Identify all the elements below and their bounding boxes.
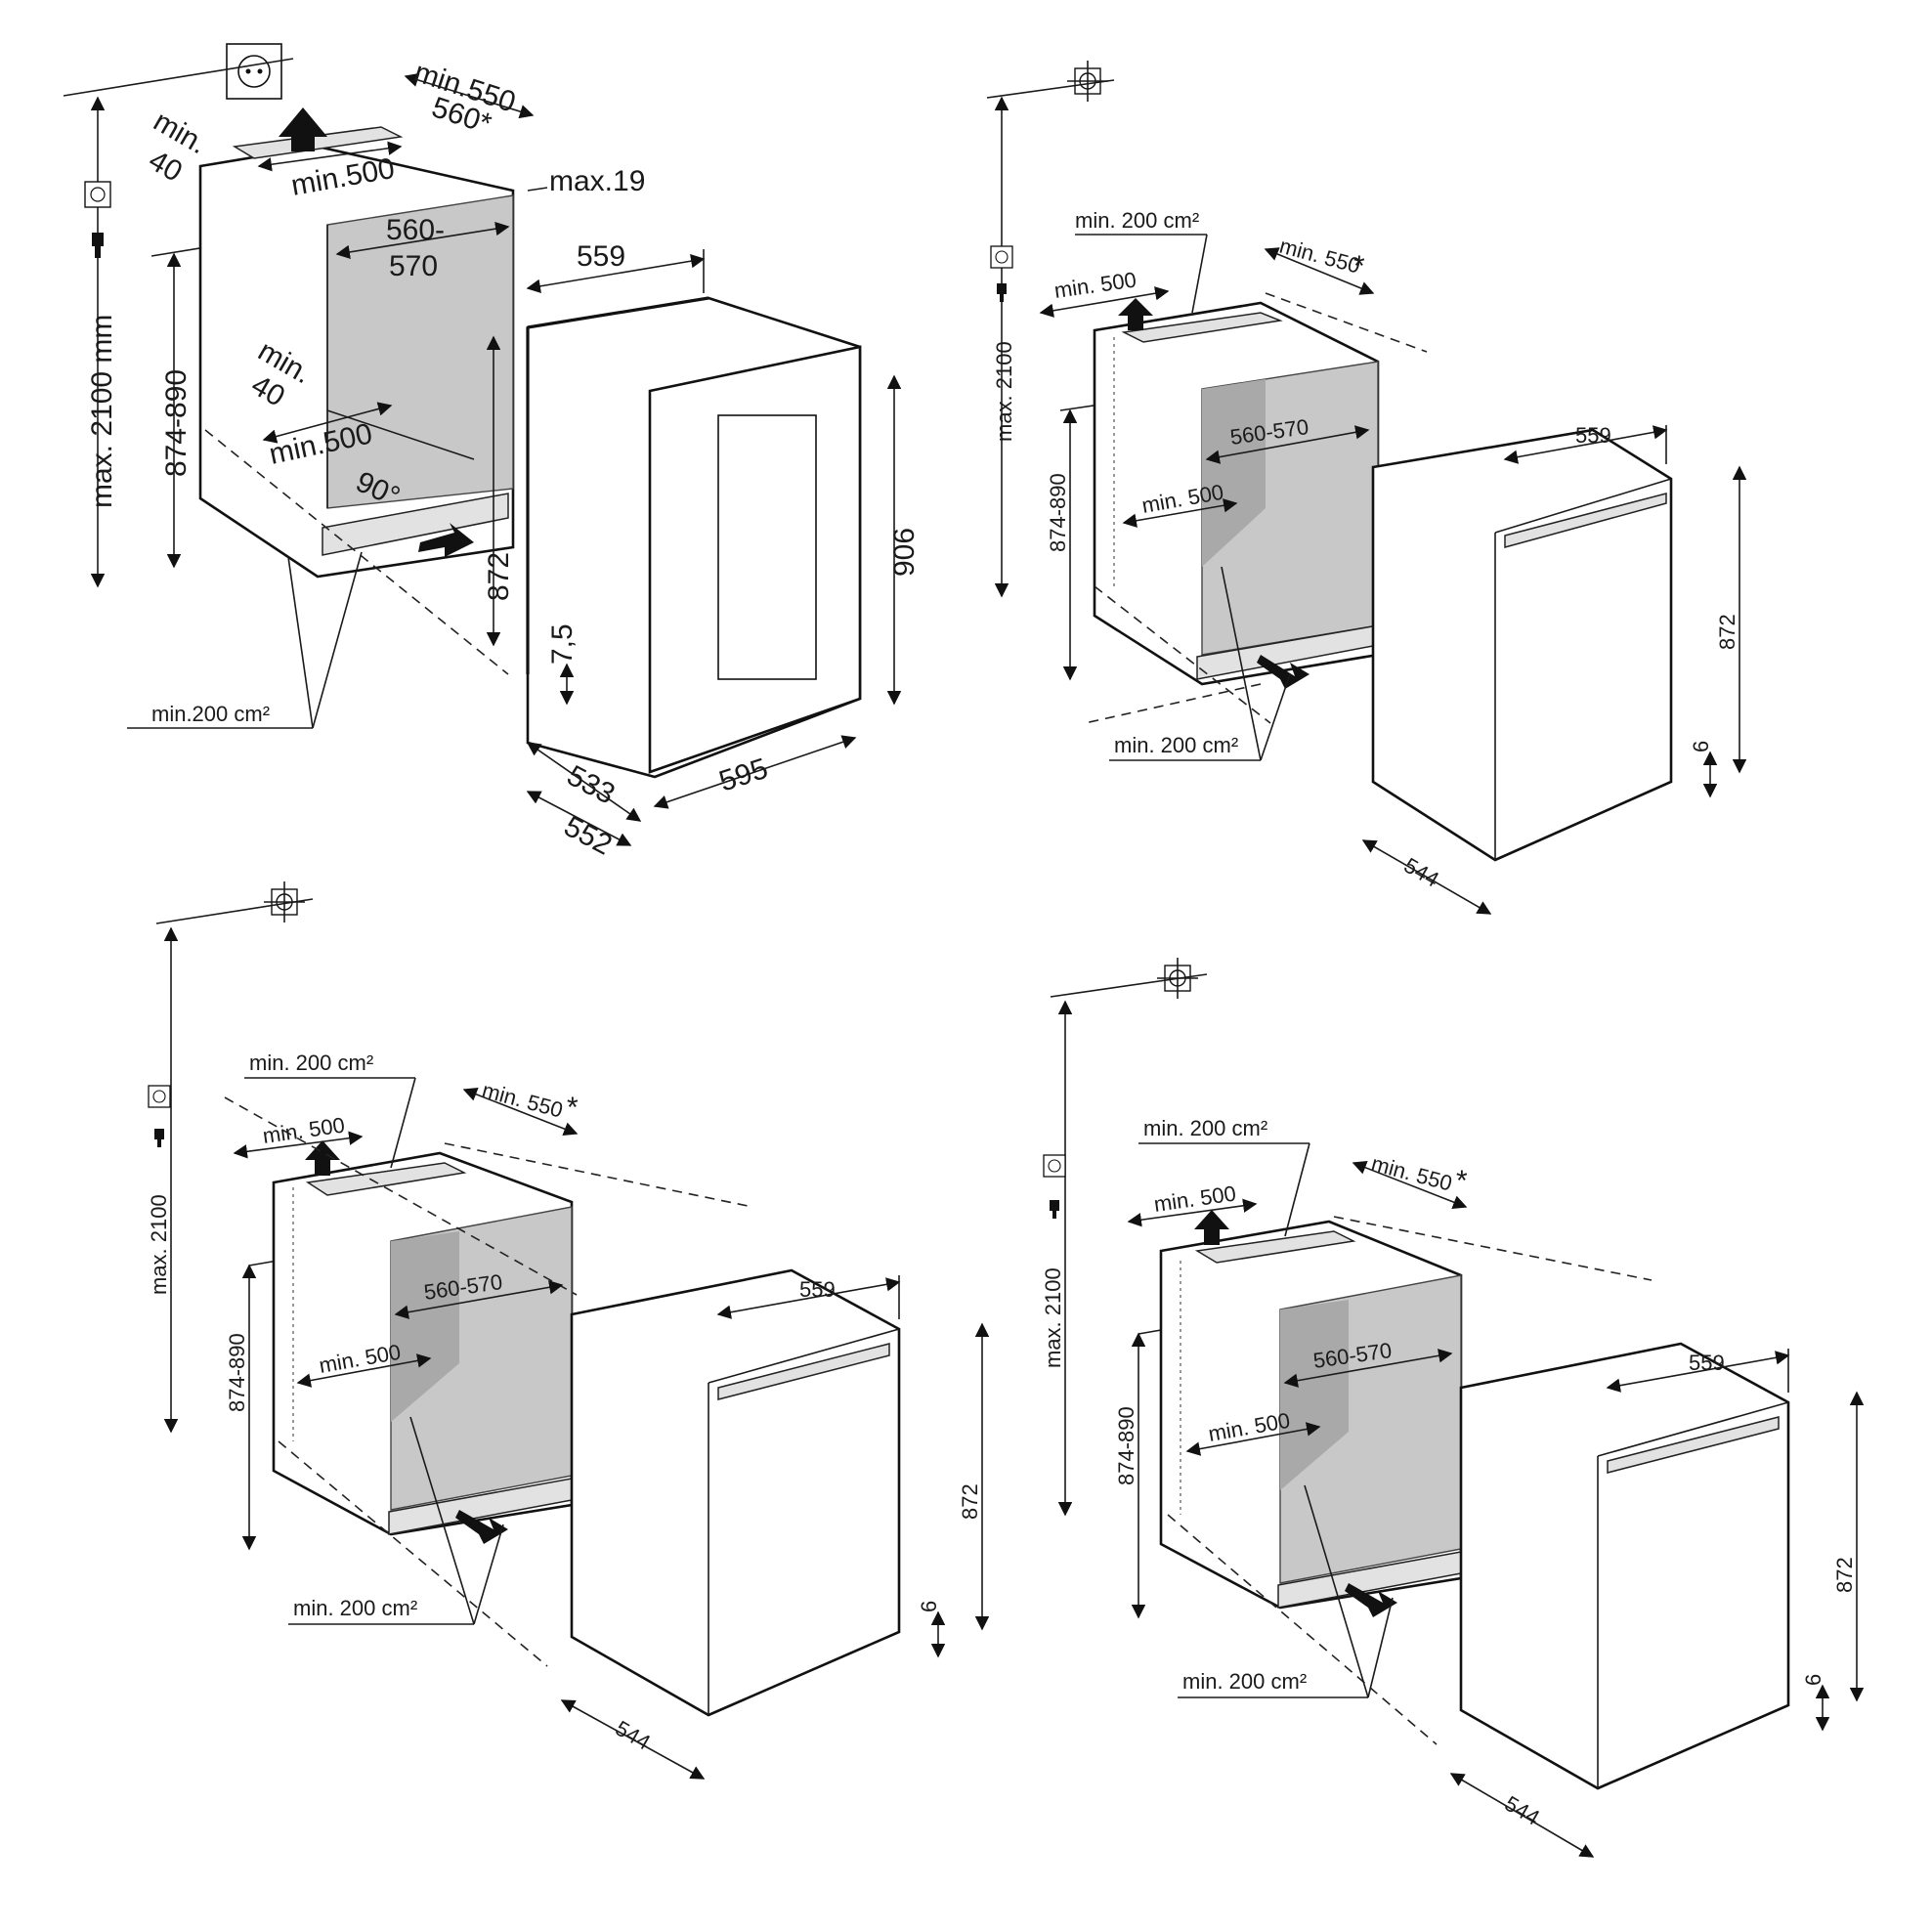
appliance-width-label: 559 [577,240,625,273]
diagram-d: max. 2100 874-890 min. 200 cm² min. 500 … [1041,958,1865,1858]
vent-bottom-label: min. 200 cm² [293,1596,417,1620]
airflow-arrow-icon [1345,1583,1397,1617]
niche-height-label: 874-890 [160,369,193,477]
gap-label: 6 [1689,741,1713,752]
vent-top-label: min. 200 cm² [1143,1116,1267,1140]
appliance-height-label: 872 [483,552,515,601]
depth-star: * [1456,1165,1468,1197]
max-height-label: max. 2100 [992,341,1016,442]
power-plug-icon [1050,1200,1059,1219]
max-19-label: max.19 [549,165,645,197]
power-socket-icon [1043,1154,1066,1178]
power-socket-icon [148,1085,171,1108]
niche-width-b: 570 [389,250,438,282]
max-height-label: max. 2100 mm [86,315,118,508]
min-500-top-label: min. 500 [1152,1181,1237,1217]
depth-552-label: 552 [559,810,618,862]
diagram-c: max. 2100 874-890 min. 200 cm² min. 500 … [147,881,990,1780]
min-500-top-label: min. 500 [261,1112,346,1148]
plinth-gap-label: 7,5 [546,623,579,665]
appliance-width-label: 559 [1689,1351,1725,1375]
niche-width-a: 560- [386,214,445,246]
airflow-arrow-icon [1257,655,1309,689]
max-height-label: max. 2100 [1041,1267,1065,1368]
airflow-arrow-icon [455,1510,508,1544]
power-socket-icon [226,43,282,100]
gap-label: 6 [1801,1674,1825,1686]
airflow-arrow-icon [1194,1210,1229,1245]
appliance-height-label: 872 [1715,614,1739,650]
vent-top-label: min. 200 cm² [1075,208,1199,233]
niche-height-label: 874-890 [1046,473,1070,552]
diagram-b: max. 2100 874-890 min. 200 cm² min. 500 … [986,61,1747,915]
min-500-top-label: min. 500 [1052,267,1138,303]
niche-height-label: 874-890 [225,1333,249,1412]
depth-star: * [1353,250,1365,282]
appliance-height-label: 872 [1832,1557,1857,1593]
appliance-height-label: 872 [958,1483,982,1520]
appliance-width-label: 559 [1575,423,1611,448]
power-plug-icon [92,233,104,258]
power-socket-icon [990,245,1013,269]
power-plug-icon [154,1129,164,1147]
depth-label: min. 550 [480,1078,566,1123]
depth-label: min. 550 [1369,1151,1455,1196]
door-height-label: 906 [888,528,921,577]
vent-top-label: min. 200 cm² [249,1051,373,1075]
appliance-width-label: 559 [799,1277,836,1302]
appliance-depth-label: 544 [1400,853,1443,892]
max-height-label: max. 2100 [147,1194,171,1295]
airflow-arrow-icon [279,107,327,151]
vent-bottom-label: min. 200 cm² [1182,1669,1307,1694]
depth-star: * [567,1092,579,1124]
gap-label: 6 [917,1601,941,1612]
airflow-arrow-icon [418,523,474,557]
crosshair-icon [1067,61,1108,102]
vent-area-label: min.200 cm² [151,702,270,726]
airflow-arrow-icon [305,1140,340,1176]
power-socket-icon [84,181,111,208]
diagram-a: max. 2100 mm 874-890 min.550 560* min. 4… [63,43,921,862]
depth-533-label: 533 [562,759,621,811]
power-plug-icon [997,283,1007,302]
niche-height-label: 874-890 [1114,1406,1138,1485]
appliance-depth-label: 544 [612,1716,655,1755]
door-width-label: 595 [715,752,772,798]
vent-bottom-label: min. 200 cm² [1114,733,1238,757]
